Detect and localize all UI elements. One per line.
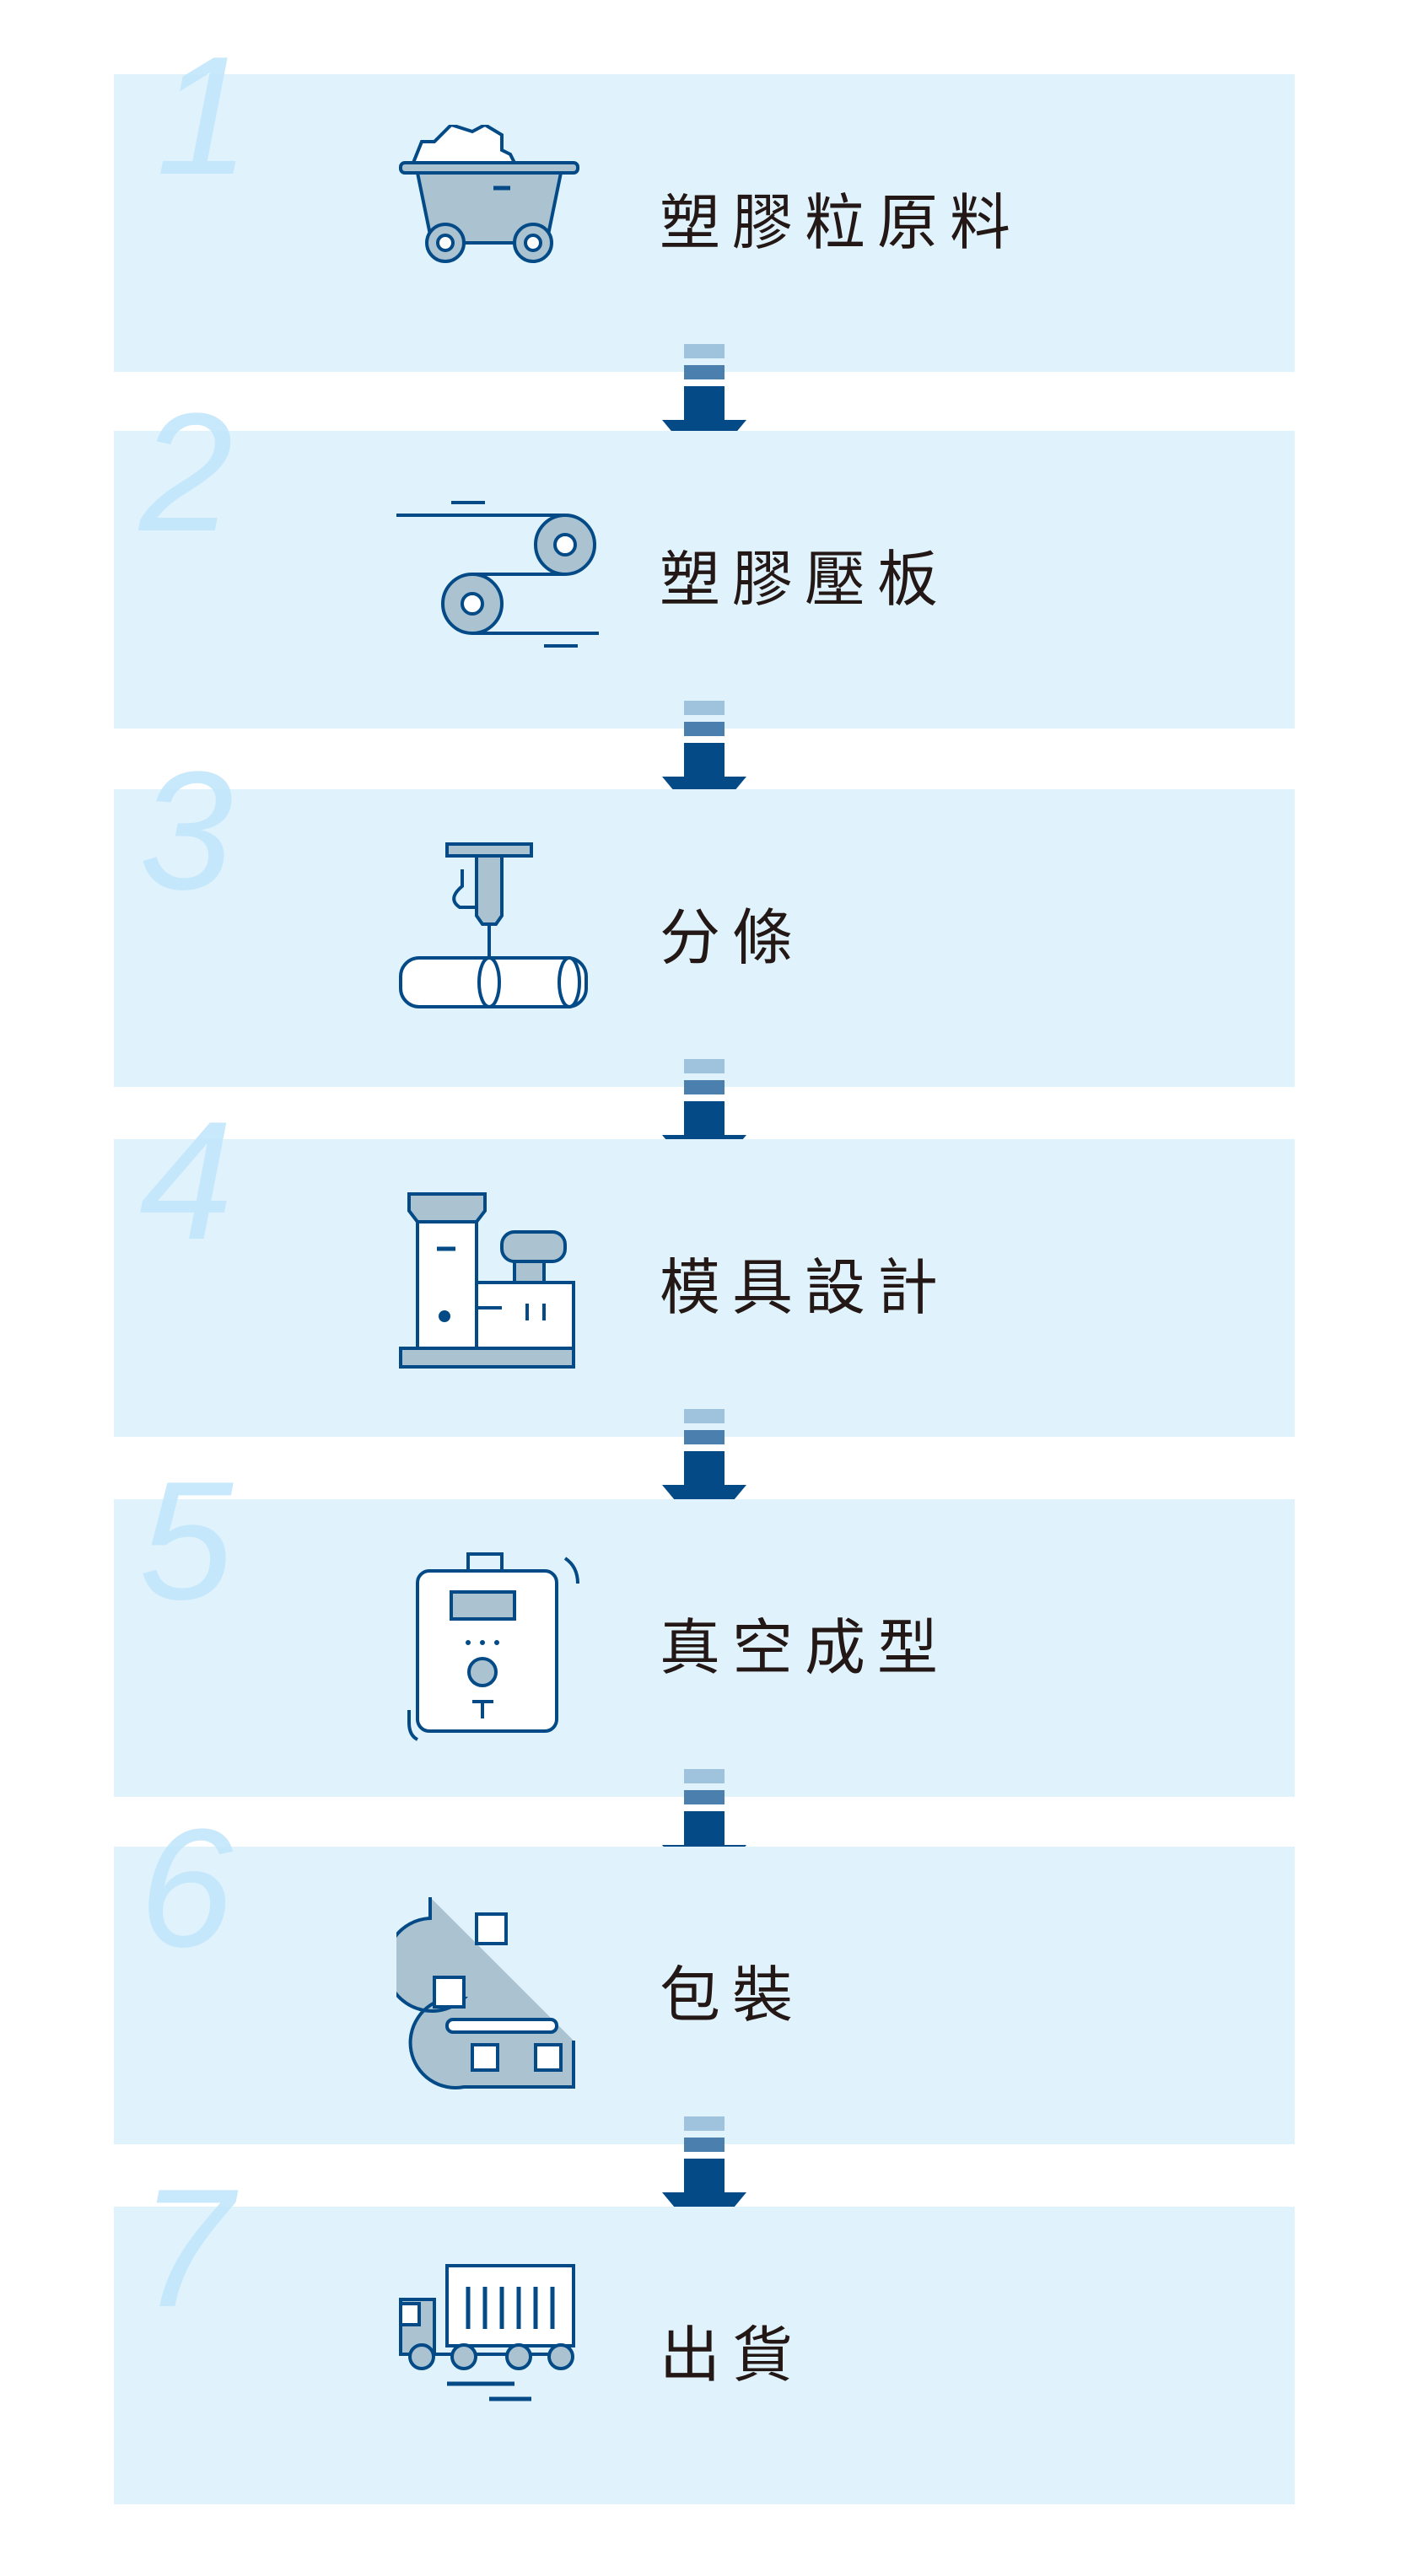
mold-machine-icon: [399, 1192, 575, 1369]
sheet-roller-icon: [396, 501, 599, 648]
step-number: 4: [139, 1087, 234, 1275]
step-label: 模具設計: [660, 1252, 951, 1323]
step-number: 2: [139, 379, 234, 567]
step-label: 塑膠粒原料: [660, 187, 1023, 258]
step-label: 分條: [660, 902, 805, 973]
step-panel-4: [114, 1139, 1295, 1437]
step-panel-7: [114, 2207, 1295, 2504]
step-panel-2: [114, 431, 1295, 729]
step-panel-3: [114, 789, 1295, 1087]
step-panel-1: [114, 74, 1295, 372]
step-number: 7: [139, 2154, 234, 2342]
step-panel-6: [114, 1847, 1295, 2144]
slitting-cutter-icon: [399, 842, 588, 1008]
step-number: 3: [139, 737, 234, 925]
step-label: 包裝: [660, 1960, 805, 2030]
step-label: 真空成型: [660, 1612, 951, 1683]
step-panel-5: [114, 1499, 1295, 1797]
packaging-conveyor-icon: [396, 1897, 575, 2089]
mine-cart-icon: [399, 125, 579, 263]
delivery-truck-icon: [399, 2264, 575, 2401]
step-number: 1: [156, 22, 250, 210]
vacuum-forming-machine-icon: [407, 1552, 579, 1741]
step-label: 出貨: [660, 2320, 805, 2390]
step-number: 5: [139, 1447, 234, 1635]
step-label: 塑膠壓板: [660, 544, 951, 615]
step-number: 6: [139, 1794, 234, 1982]
